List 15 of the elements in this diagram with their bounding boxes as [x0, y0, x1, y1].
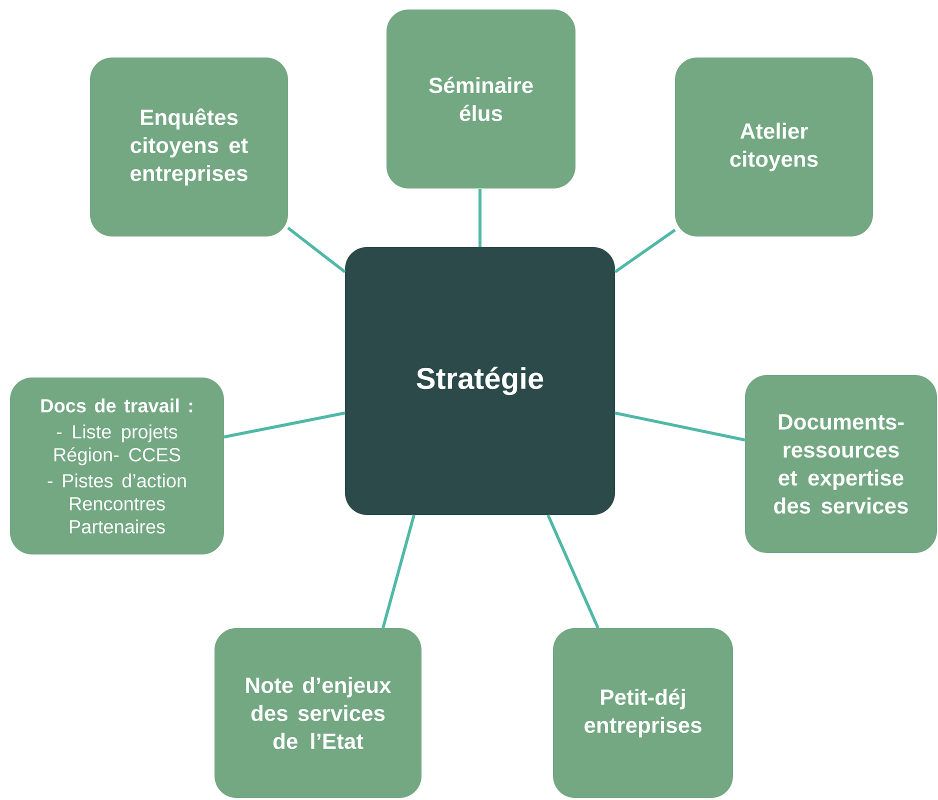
- topic-box: Documents-ressources et expertise des services: [745, 375, 937, 553]
- topic-box: Atelier citoyens: [675, 57, 873, 236]
- central-box: Stratégie: [345, 247, 615, 515]
- connector-line: [287, 226, 346, 274]
- connector-line: [614, 412, 746, 442]
- connector-line: [382, 514, 416, 628]
- connector-line: [224, 412, 346, 438]
- topic-box: Séminaire élus: [386, 10, 576, 188]
- connector-line: [546, 514, 600, 629]
- topic-box: Docs de travail : - Liste projets Région- CCES - Pistes d’action Rencontres Partenaires: [10, 377, 224, 554]
- topic-box: Enquêtes citoyens et entreprises: [90, 57, 288, 236]
- connector-line: [478, 189, 482, 247]
- connector-line: [614, 228, 676, 274]
- topic-box: Petit-déj entreprises: [553, 628, 733, 798]
- topic-box: Note d’enjeux des services de l’Etat: [214, 628, 422, 798]
